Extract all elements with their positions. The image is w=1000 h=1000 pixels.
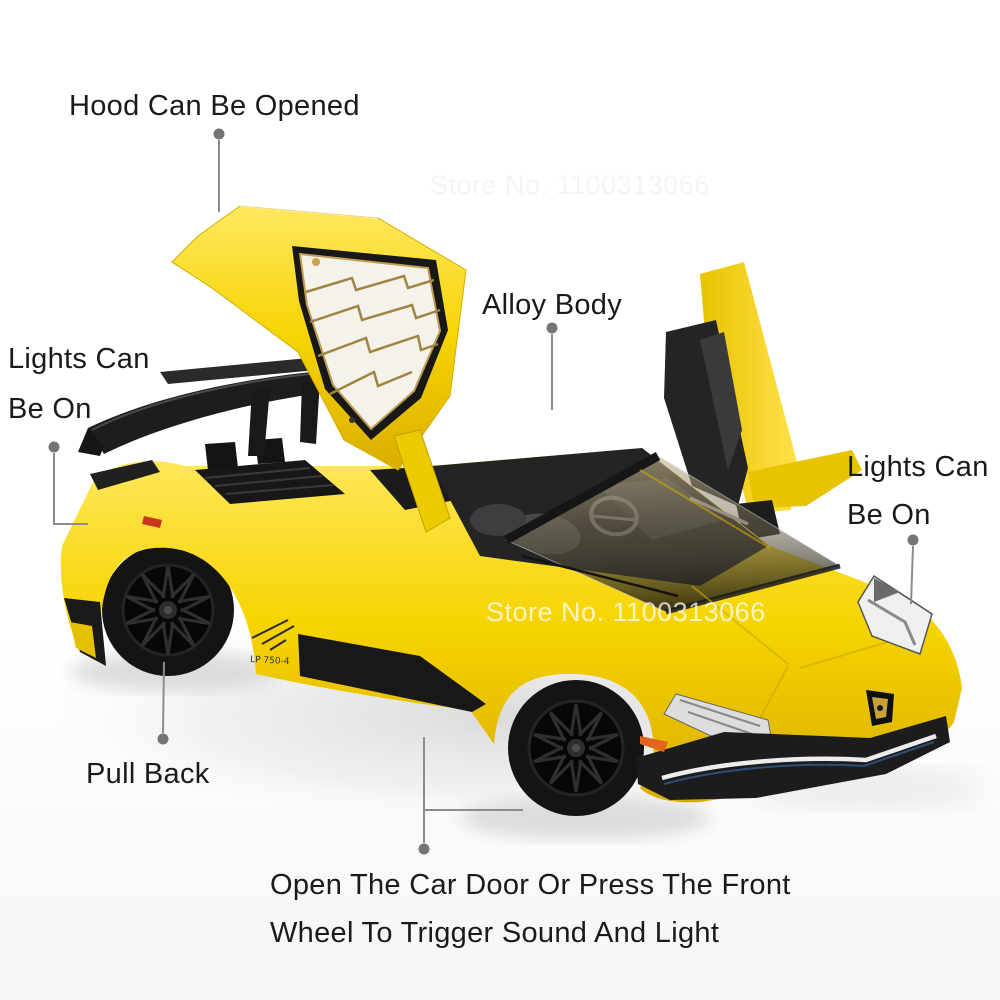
label-pull-back: Pull Back bbox=[86, 749, 210, 799]
rear-spoiler bbox=[78, 356, 344, 456]
a-pillar bbox=[503, 452, 661, 544]
label-lights-left: Lights Can Be On bbox=[8, 334, 150, 434]
label-lights-right-line1: Lights Can bbox=[847, 451, 989, 483]
label-lights-right-line2: Be On bbox=[847, 499, 931, 531]
rear-fin bbox=[70, 622, 96, 658]
front-end bbox=[636, 469, 950, 800]
splitter-chrome-lip bbox=[661, 733, 937, 781]
hood-clear-window bbox=[300, 254, 440, 429]
label-bottom: Open The Car Door Or Press The Front Whe… bbox=[270, 861, 791, 957]
label-lights-left-line1: Lights Can bbox=[8, 343, 150, 375]
label-hood-text: Hood Can Be Opened bbox=[69, 90, 360, 122]
open-hood-panel bbox=[171, 205, 467, 533]
hood-creases bbox=[639, 469, 909, 727]
label-bottom-line2: Wheel To Trigger Sound And Light bbox=[270, 917, 720, 949]
label-lights-right: Lights Can Be On bbox=[847, 443, 989, 539]
svg-text:LP 750-4: LP 750-4 bbox=[250, 655, 290, 667]
hood-louvers bbox=[305, 274, 441, 396]
label-lights-left-line2: Be On bbox=[8, 393, 92, 425]
rear-wheel bbox=[102, 544, 234, 676]
connector-lights-right bbox=[910, 545, 914, 605]
rear-louver-vent bbox=[90, 460, 160, 490]
watermark-middle: Store No. 1100313066 bbox=[486, 597, 766, 627]
label-alloy-body-text: Alloy Body bbox=[482, 289, 623, 321]
side-decal: LP 750-4 bbox=[250, 619, 295, 667]
hood-strut bbox=[393, 429, 451, 533]
annotation-dots bbox=[48, 128, 919, 855]
front-marker-light bbox=[640, 736, 668, 752]
watermark-top: Store No. 1100313066 bbox=[430, 170, 710, 200]
connector-lights-left bbox=[53, 453, 88, 525]
connector-pull-back bbox=[162, 661, 165, 734]
label-hood: Hood Can Be Opened bbox=[69, 81, 360, 131]
label-pull-back-text: Pull Back bbox=[86, 758, 210, 790]
label-bottom-line1: Open The Car Door Or Press The Front bbox=[270, 869, 791, 901]
annotation-connectors bbox=[53, 140, 914, 843]
connector-bottom bbox=[423, 737, 523, 843]
rear-marker-light bbox=[142, 516, 162, 528]
windshield bbox=[503, 452, 842, 615]
front-wheel bbox=[508, 680, 644, 816]
label-alloy-body: Alloy Body bbox=[482, 280, 622, 330]
far-scissor-door bbox=[664, 262, 862, 540]
side-sill bbox=[298, 634, 486, 712]
brand-badge bbox=[866, 690, 894, 726]
